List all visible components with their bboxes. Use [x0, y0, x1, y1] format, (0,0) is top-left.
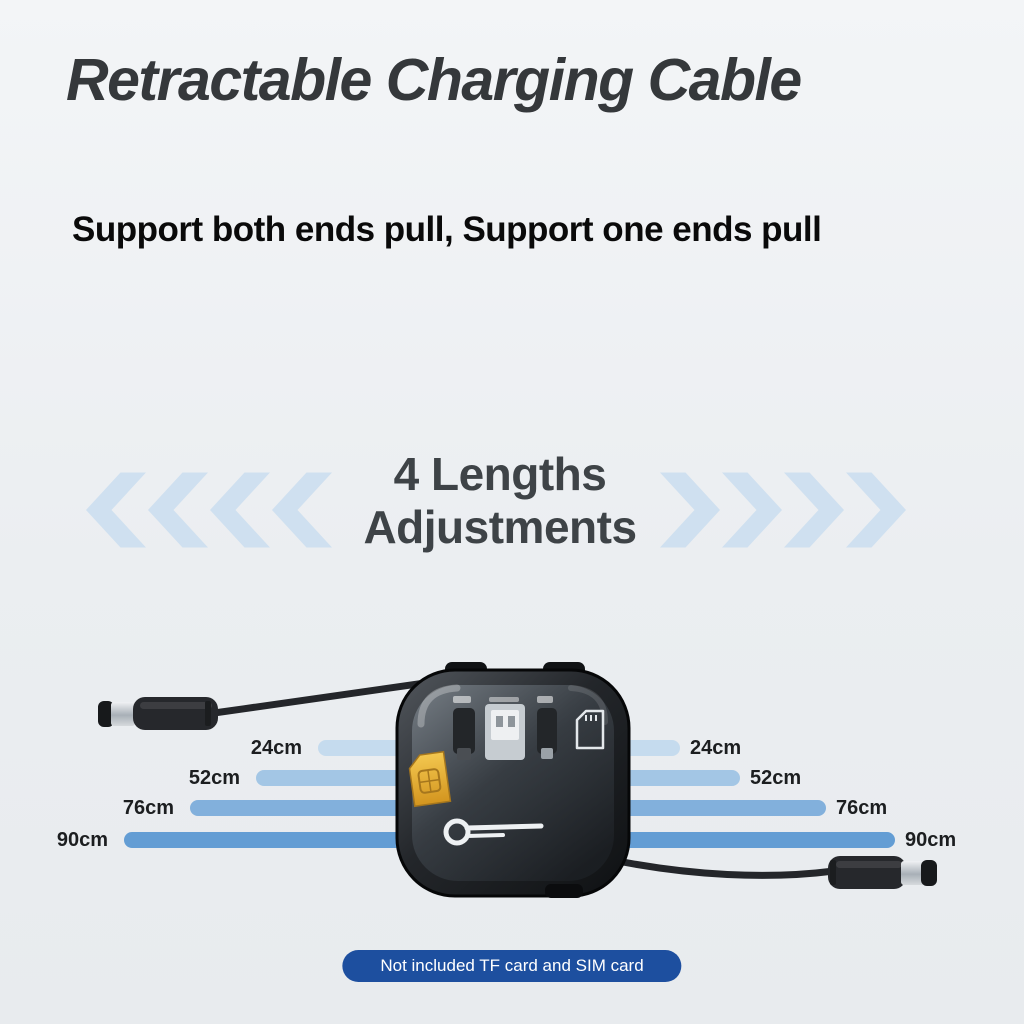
footer-note-pill: Not included TF card and SIM card	[342, 950, 682, 982]
feature-line-2: Adjustments	[363, 501, 637, 554]
sim-card-icon	[408, 750, 452, 808]
usb-plug-left-icon	[98, 697, 218, 730]
chevron-left-group	[86, 458, 332, 562]
cable-organizer-image	[395, 660, 631, 900]
length-label-left: 90cm	[56, 829, 108, 851]
port-marking	[489, 697, 519, 702]
port-marking	[453, 696, 471, 703]
usb-a-connector-icon	[485, 704, 525, 760]
footer-note-text: Not included TF card and SIM card	[380, 956, 644, 975]
chevron-left-icon	[148, 472, 208, 548]
stored-connectors	[453, 696, 557, 760]
chevron-left-icon	[86, 472, 146, 548]
right-cable-icon	[594, 853, 838, 879]
cable-box-graphic	[395, 662, 631, 898]
length-label-right: 24cm	[690, 737, 742, 759]
chevron-right-icon	[722, 472, 782, 548]
usb-plug-right-icon	[828, 856, 937, 889]
page-title: Retractable Charging Cable	[66, 47, 802, 113]
length-label-right: 90cm	[905, 829, 957, 851]
sd-card-icon	[575, 709, 605, 750]
chevron-left-icon	[210, 472, 270, 548]
feature-line-1: 4 Lengths	[393, 448, 607, 500]
feature-text: 4 Lengths Adjustments	[320, 448, 680, 555]
length-label-left: 52cm	[188, 767, 240, 789]
length-label-left: 24cm	[250, 737, 302, 759]
length-label-right: 76cm	[836, 797, 888, 819]
page-subtitle: Support both ends pull, Support one ends…	[72, 210, 822, 249]
port-marking	[537, 696, 553, 703]
sim-eject-pin-icon	[443, 818, 544, 846]
gloss-highlight	[568, 685, 608, 725]
chevron-left-icon	[272, 472, 332, 548]
lightning-connector-icon	[537, 708, 557, 759]
chevron-right-icon	[784, 472, 844, 548]
cable-exit-tab	[545, 884, 583, 898]
chevron-right-icon	[660, 472, 720, 548]
chevron-right-icon	[846, 472, 906, 548]
length-label-left: 76cm	[122, 797, 174, 819]
chevron-right-group	[660, 458, 906, 562]
length-label-right: 52cm	[750, 767, 802, 789]
usb-c-connector-icon	[453, 708, 475, 760]
